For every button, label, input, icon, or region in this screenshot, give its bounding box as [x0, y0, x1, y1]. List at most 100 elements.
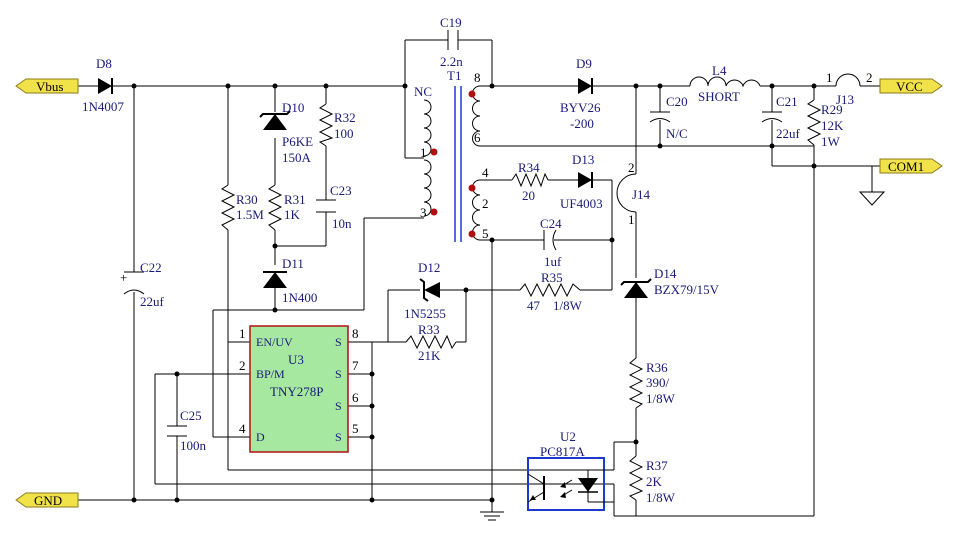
- svg-text:+: +: [120, 270, 127, 285]
- d13-ref: D13: [572, 152, 594, 167]
- port-com1: COM1: [879, 158, 943, 174]
- resistor-r31: R31 1K: [267, 184, 306, 231]
- resistor-r34: R34 20: [511, 160, 549, 203]
- ground-icon: [480, 511, 504, 521]
- port-gnd: GND: [15, 492, 79, 508]
- r29-val1: 12K: [821, 118, 844, 133]
- u3-num8: 8: [352, 326, 359, 341]
- resistor-r29: R29 12K 1W: [806, 99, 844, 149]
- r30-val: 1.5M: [236, 207, 264, 222]
- d10-val2: 150A: [282, 150, 312, 165]
- u3-num6: 6: [352, 390, 359, 405]
- port-vcc-label: VCC: [896, 79, 923, 94]
- d9-ref: D9: [576, 56, 592, 71]
- d10-ref: D10: [282, 100, 304, 115]
- d12-ref: D12: [418, 260, 440, 275]
- transformer-t1: T1 NC 1 3 8 6 4 2 5: [414, 68, 489, 242]
- port-vcc: VCC: [879, 78, 943, 94]
- l4-val: SHORT: [698, 89, 740, 104]
- t1-pin6: 6: [474, 130, 481, 145]
- d14-val: BZX79/15V: [654, 282, 720, 297]
- r37-val2: 1/8W: [646, 490, 676, 505]
- c25-ref: C25: [180, 408, 202, 423]
- r32-ref: R32: [334, 110, 356, 125]
- u2-ref: U2: [560, 429, 576, 444]
- port-com1-label: COM1: [888, 159, 924, 174]
- resistor-r37: R37 2K 1/8W: [628, 455, 676, 505]
- wires: [78, 39, 880, 517]
- ic-u3: EN/UV BP/M D S S S S U3 TNY278P 1 2 4 8 …: [239, 325, 359, 453]
- r29-val2: 1W: [821, 134, 841, 149]
- diode-d13: D13 UF4003: [560, 152, 603, 211]
- r36-val2: 1/8W: [646, 391, 676, 406]
- u3-ref: U3: [288, 352, 304, 367]
- d9-val2: -200: [570, 116, 594, 131]
- c24-val: 1uf: [544, 254, 562, 269]
- u3-pin-d: D: [256, 430, 265, 444]
- c21-val: 22uf: [776, 126, 801, 141]
- u3-pin-en: EN/UV: [256, 335, 293, 349]
- diode-d11: D11 1N400: [263, 256, 317, 305]
- zener-diode-d14: D14 BZX79/15V: [620, 266, 720, 298]
- t1-nc: NC: [414, 84, 432, 99]
- d10-val1: P6KE: [282, 134, 313, 149]
- diode-d9: D9 BYV26 -200: [560, 56, 601, 131]
- u3-val: TNY278P: [270, 384, 323, 399]
- c24-ref: C24: [540, 216, 562, 231]
- j13-pin1: 1: [826, 70, 833, 85]
- r29-ref: R29: [821, 102, 843, 117]
- r35-val1: 47: [527, 298, 541, 313]
- ground-icon: [858, 191, 886, 206]
- r37-ref: R37: [646, 458, 668, 473]
- r34-ref: R34: [518, 160, 540, 175]
- u3-pin-s7: S: [335, 367, 342, 381]
- capacitor-c24: C24 1uf: [540, 216, 562, 269]
- capacitor-c22: + C22 22uf: [120, 260, 165, 309]
- u2-val: PC817A: [540, 444, 585, 459]
- tvs-diode-d10: D10 P6KE 150A: [259, 100, 313, 165]
- zener-diode-d12: D12 1N5255: [404, 260, 446, 321]
- r35-val2: 1/8W: [553, 298, 583, 313]
- c23-val: 10n: [332, 216, 352, 231]
- optocoupler-u2: U2 PC817A: [527, 429, 614, 511]
- d12-val: 1N5255: [404, 306, 446, 321]
- j14-pin1: 1: [628, 212, 635, 227]
- resistor-r32: R32 100: [318, 103, 356, 147]
- u3-pin-s8: S: [335, 335, 342, 349]
- u3-pin-s5: S: [335, 430, 342, 444]
- t1-pin5: 5: [482, 226, 489, 241]
- capacitor-c19: C19 2.2n: [440, 15, 463, 69]
- t1-ref: T1: [447, 68, 461, 83]
- u3-pin-bp: BP/M: [256, 367, 285, 381]
- u3-num7: 7: [352, 358, 359, 373]
- c21-ref: C21: [776, 94, 798, 109]
- diode-d8: D8 1N4007: [82, 56, 124, 114]
- j13-ref: J13: [836, 92, 854, 107]
- d11-ref: D11: [282, 256, 304, 271]
- r34-val: 20: [522, 188, 535, 203]
- d13-val: UF4003: [560, 196, 603, 211]
- d9-val1: BYV26: [560, 100, 601, 115]
- t1-pin3: 3: [420, 205, 427, 220]
- l4-ref: L4: [712, 63, 727, 78]
- r37-val1: 2K: [646, 474, 663, 489]
- c19-val: 2.2n: [440, 54, 463, 69]
- resistor-r33: R33 21K: [405, 322, 457, 363]
- r35-ref: R35: [541, 270, 563, 285]
- u3-num4: 4: [239, 421, 246, 436]
- u3-num5: 5: [352, 421, 359, 436]
- port-vbus: Vbus: [15, 78, 79, 94]
- c22-val: 22uf: [140, 294, 165, 309]
- d14-ref: D14: [654, 266, 677, 281]
- r31-ref: R31: [284, 192, 306, 207]
- capacitor-c21: C21 22uf: [761, 94, 801, 141]
- c23-ref: C23: [330, 183, 352, 198]
- d11-val: 1N400: [282, 290, 317, 305]
- t1-pin1: 1: [420, 145, 427, 160]
- jumper-j13: 1 2 J13: [826, 70, 873, 107]
- j14-pin2: 2: [628, 160, 635, 175]
- r33-val: 21K: [418, 348, 441, 363]
- capacitor-c20: C20 N/C: [649, 94, 688, 141]
- j14-ref: J14: [632, 187, 651, 202]
- r36-ref: R36: [646, 360, 668, 375]
